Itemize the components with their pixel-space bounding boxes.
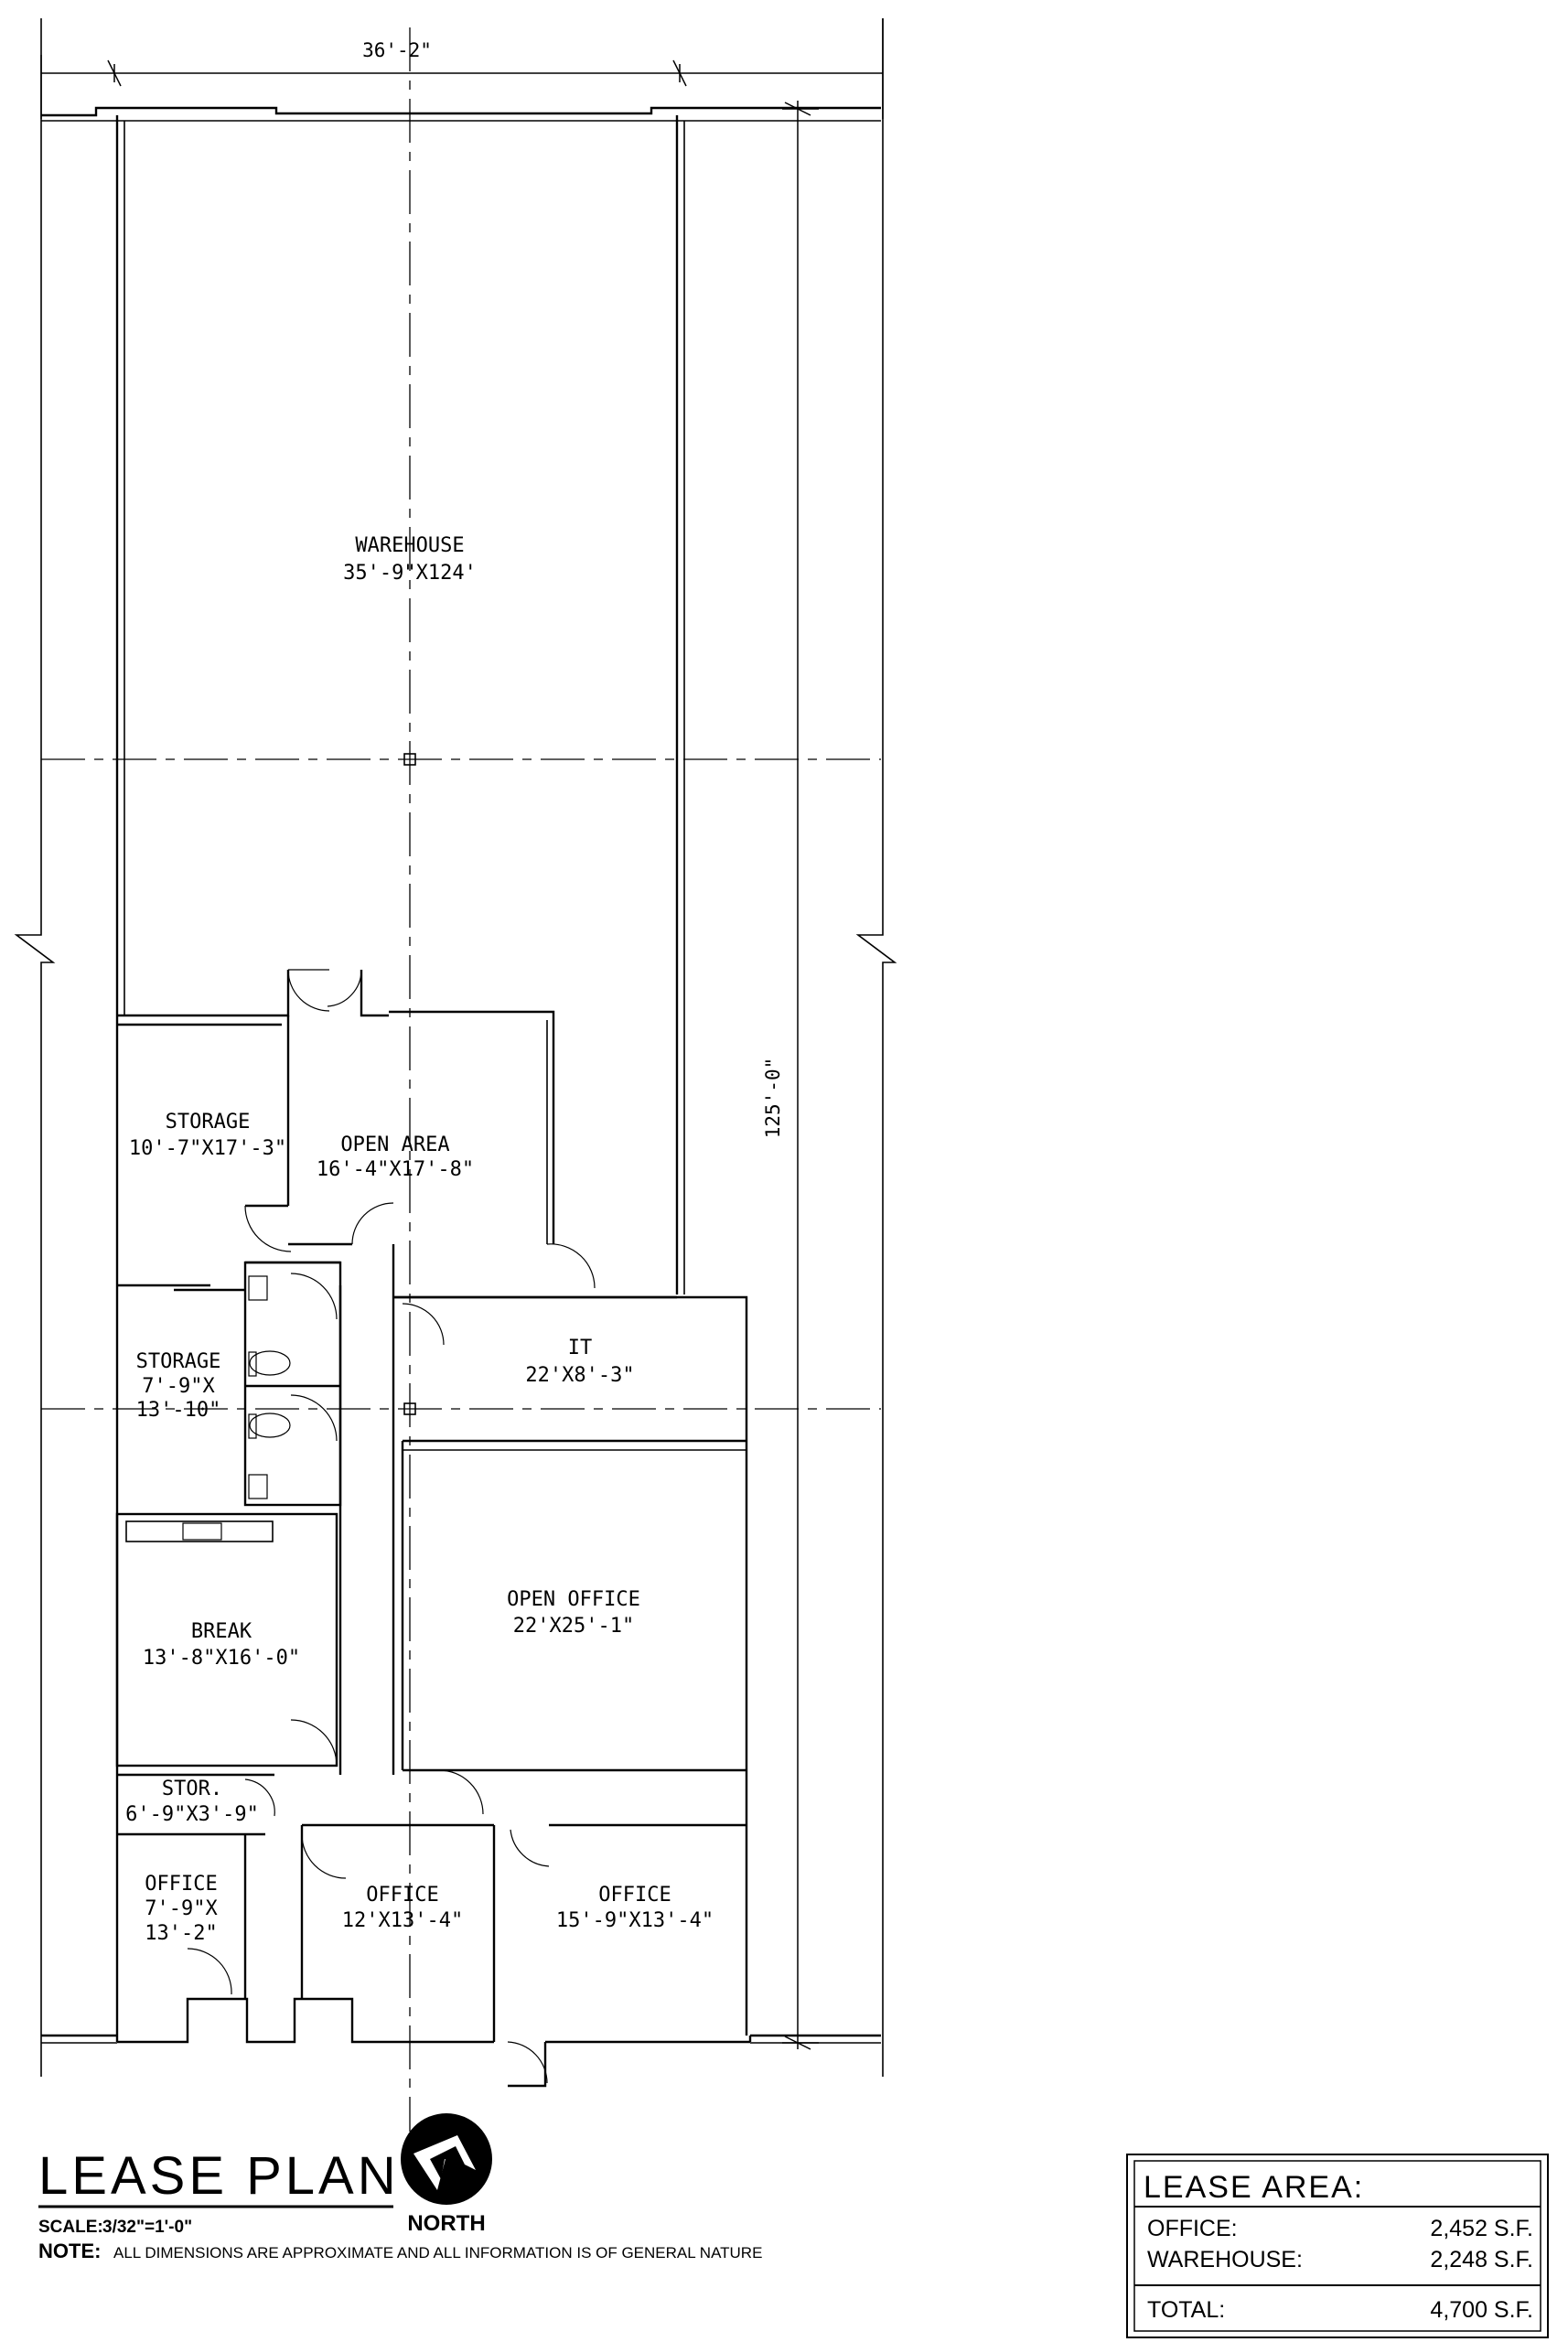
scale-value: 3/32"=1'-0"	[102, 2218, 192, 2237]
warehouse-size: 35'-9"X124'	[343, 562, 477, 585]
grid-lines	[41, 27, 881, 2132]
office-area-value: 2,452 S.F.	[1430, 2216, 1533, 2241]
office-2-label: OFFICE	[366, 1884, 438, 1907]
office-area-label: OFFICE:	[1147, 2216, 1238, 2241]
lease-area-title: LEASE AREA:	[1144, 2170, 1364, 2205]
total-area-label: TOTAL:	[1147, 2297, 1225, 2323]
restroom-fixtures	[248, 1275, 291, 1499]
north-label: NORTH	[407, 2211, 485, 2236]
office-3-size: 15'-9"X13'-4"	[556, 1909, 714, 1932]
break-label: BREAK	[191, 1620, 252, 1643]
north-arrow-icon	[401, 2113, 492, 2205]
warehouse-area-label: WAREHOUSE:	[1147, 2247, 1303, 2272]
office-1-size-line1: 7'-9"X	[145, 1897, 218, 1920]
office-1-size-line2: 13'-2"	[145, 1922, 217, 1945]
building-shell	[14, 18, 897, 2088]
storage-2-size-line2: 13'-10"	[136, 1399, 221, 1422]
storage-2-size-line1: 7'-9"X	[142, 1375, 215, 1398]
width-dimension: 36'-2"	[40, 18, 884, 119]
lease-plan-title: LEASE PLAN	[38, 2146, 400, 2206]
note-text: ALL DIMENSIONS ARE APPROXIMATE AND ALL I…	[113, 2244, 762, 2261]
stor-label: STOR.	[162, 1778, 222, 1800]
open-office-label: OPEN OFFICE	[507, 1588, 640, 1611]
open-area-size: 16'-4"X17'-8"	[317, 1158, 474, 1181]
overall-depth-label: 125'-0"	[762, 1058, 784, 1139]
break-size: 13'-8"X16'-0"	[143, 1647, 300, 1670]
scale-label: SCALE:	[38, 2218, 103, 2237]
warehouse-label: WAREHOUSE	[355, 534, 464, 557]
interior-walls	[115, 970, 748, 2042]
title-block: LEASE PLAN NORTH SCALE: 3/32"=1'-0" NOTE…	[38, 2113, 762, 2262]
room-labels: WAREHOUSE 35'-9"X124' STORAGE 10'-7"X17'…	[125, 534, 714, 1945]
office-1-label: OFFICE	[145, 1873, 217, 1896]
total-area-value: 4,700 S.F.	[1430, 2297, 1533, 2323]
note-label: NOTE:	[38, 2240, 101, 2262]
it-size: 22'X8'-3"	[525, 1364, 634, 1387]
storage-2-label: STORAGE	[136, 1350, 221, 1373]
storage-1-label: STORAGE	[166, 1111, 251, 1133]
stor-size: 6'-9"X3'-9"	[125, 1803, 259, 1826]
open-area-label: OPEN AREA	[340, 1133, 449, 1156]
it-label: IT	[568, 1337, 593, 1359]
office-2-size: 12'X13'-4"	[342, 1909, 463, 1932]
depth-dimension: 125'-0"	[762, 101, 819, 2050]
warehouse-area-value: 2,248 S.F.	[1430, 2247, 1533, 2272]
open-office-size: 22'X25'-1"	[513, 1615, 634, 1638]
doors	[187, 969, 596, 2084]
lease-area-table: LEASE AREA: OFFICE: 2,452 S.F. WAREHOUSE…	[1126, 2154, 1549, 2338]
storage-1-size: 10'-7"X17'-3"	[129, 1137, 286, 1160]
office-3-label: OFFICE	[598, 1884, 671, 1907]
overall-width-label: 36'-2"	[362, 39, 432, 61]
